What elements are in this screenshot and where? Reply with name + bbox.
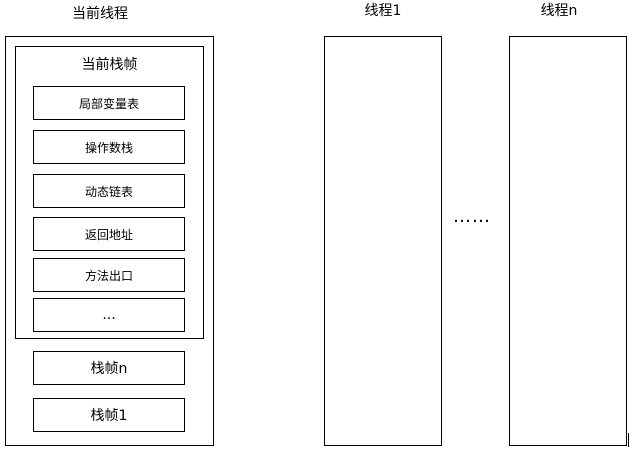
frame-1: 栈帧1 <box>33 398 185 432</box>
frame-n: 栈帧n <box>33 351 185 385</box>
current-thread-title: 当前线程 <box>72 6 128 22</box>
frame-item-dynamic-linking: 动态链表 <box>33 174 185 208</box>
thread-1-box <box>324 36 442 446</box>
frame-item-local-variables: 局部变量表 <box>33 86 185 120</box>
frame-item-method-exit: 方法出口 <box>33 258 185 292</box>
thread-n-title: 线程n <box>540 3 578 19</box>
current-frame-title: 当前栈帧 <box>81 57 138 73</box>
frame-item-more: ... <box>33 298 185 332</box>
threads-ellipsis: …… <box>453 206 491 227</box>
frame-item-operand-stack: 操作数栈 <box>33 130 185 164</box>
thread-n-box <box>509 36 627 446</box>
thread-1-title: 线程1 <box>364 3 402 19</box>
edge-tick <box>628 433 629 447</box>
frame-item-return-address: 返回地址 <box>33 217 185 251</box>
